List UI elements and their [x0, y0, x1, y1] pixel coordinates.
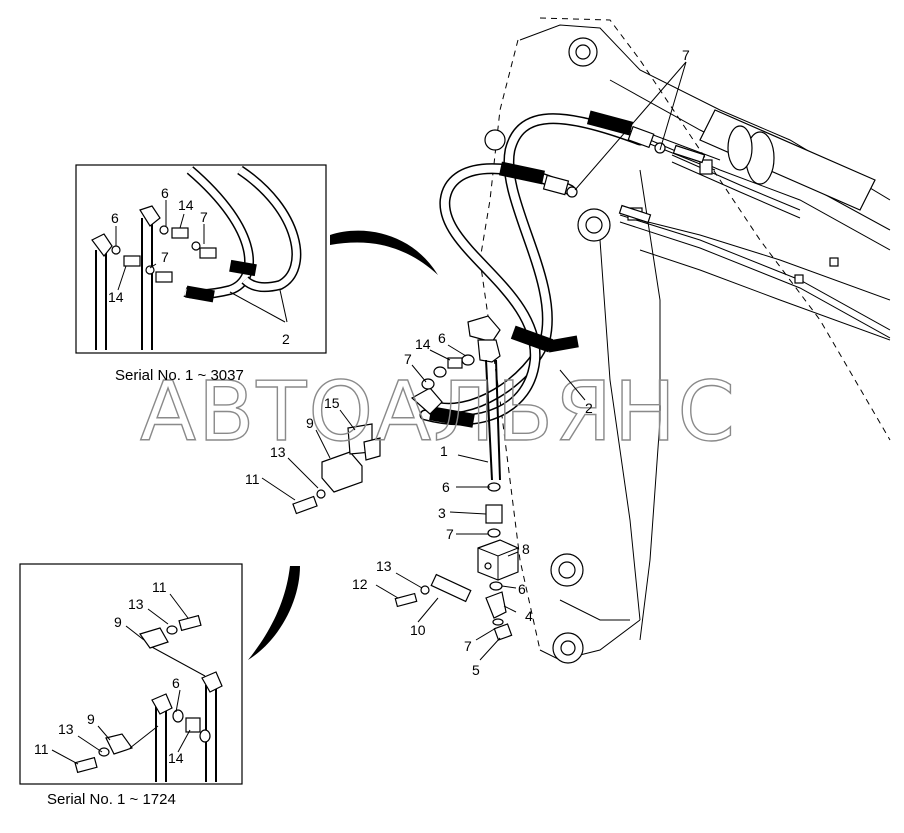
part-label: 7 [464, 638, 472, 654]
part-label: 13 [376, 558, 392, 574]
inset-bottom-caption: Serial No. 1 ~ 1724 [47, 791, 176, 808]
part-label: 7 [200, 209, 208, 225]
part-label: 7 [161, 249, 169, 265]
part-label: 11 [152, 579, 167, 595]
part-label: 15 [324, 395, 340, 411]
part-label: 1 [440, 443, 448, 459]
part-label: 12 [352, 576, 368, 592]
part-label: 9 [306, 415, 314, 431]
part-label: 13 [58, 721, 74, 737]
inset-bottom [19, 563, 243, 785]
callout-arrow-bottom [248, 566, 300, 660]
part-label: 7 [446, 526, 454, 542]
part-label: 4 [525, 608, 533, 624]
part-label: 6 [438, 330, 446, 346]
part-label: 7 [682, 47, 690, 63]
part-label: 13 [270, 444, 286, 460]
inset-bottom-labels: 11 13 9 6 13 9 11 14 [34, 579, 184, 766]
part-label: 3 [438, 505, 446, 521]
part-label: 14 [108, 289, 124, 305]
part-label: 7 [404, 351, 412, 367]
part-label: 13 [128, 596, 144, 612]
main-labels: 7 14 6 7 15 9 2 1 13 11 6 3 7 8 13 12 6 … [245, 47, 690, 678]
part-label: 6 [518, 581, 526, 597]
part-label: 6 [111, 210, 119, 226]
part-label: 2 [585, 400, 593, 416]
part-label: 9 [87, 711, 95, 727]
inset-top-labels: 6 6 14 7 7 14 2 [108, 185, 290, 347]
part-label: 2 [282, 331, 290, 347]
part-label: 10 [410, 622, 426, 638]
callout-arrow-top [330, 230, 438, 275]
part-label: 6 [442, 479, 450, 495]
fittings-stack [292, 354, 519, 641]
part-label: 9 [114, 614, 122, 630]
watermark-text: АВТОАЛЬЯНС [140, 365, 737, 460]
part-label: 14 [178, 197, 194, 213]
part-label: 8 [522, 541, 530, 557]
part-label: 6 [161, 185, 169, 201]
part-label: 11 [245, 471, 260, 487]
main-hose-assembly [410, 110, 706, 481]
part-label: 5 [472, 662, 480, 678]
inset-top-caption: Serial No. 1 ~ 3037 [115, 367, 244, 384]
part-label: 11 [34, 741, 49, 757]
part-label: 14 [168, 750, 184, 766]
boom-structure [479, 17, 891, 664]
part-label: 14 [415, 336, 431, 352]
inset-top [75, 164, 327, 354]
part-label: 6 [172, 675, 180, 691]
leader-lines [51, 61, 687, 765]
